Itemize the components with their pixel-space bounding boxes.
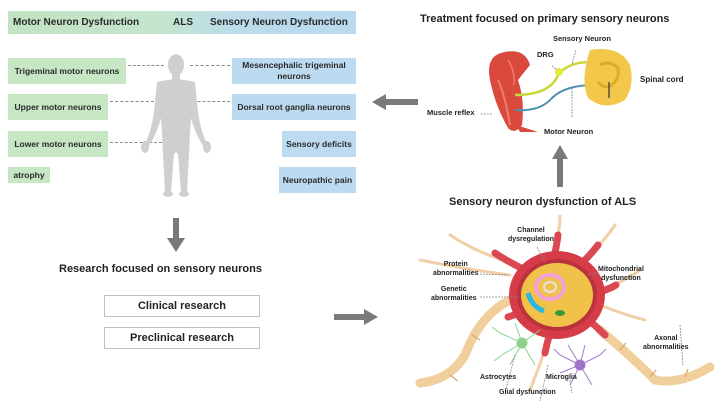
label-mitochondrial-dysfunction: Mitochondrial dysfunction — [598, 266, 644, 282]
sensory-box-neuropathic-pain: Neuropathic pain — [279, 167, 356, 193]
treatment-title: Treatment focused on primary sensory neu… — [420, 13, 670, 25]
label-motor-neuron: Motor Neuron — [544, 127, 594, 136]
sensory-box-mesencephalic: Mesencephalic trigeminal neurons — [232, 58, 356, 84]
arrow-left-icon — [372, 94, 418, 110]
als-header: ALS — [173, 17, 193, 28]
astrocyte-icon — [491, 322, 541, 366]
arrow-down-icon — [167, 218, 185, 252]
connector-trigeminal — [128, 65, 164, 66]
axon-right — [595, 325, 715, 386]
neuron-illustration — [415, 215, 715, 402]
arrow-right-icon — [334, 309, 378, 325]
motor-nerve — [514, 84, 596, 112]
connector-upper — [110, 101, 154, 102]
research-title: Research focused on sensory neurons — [59, 263, 262, 275]
reflex-arc-illustration — [480, 49, 632, 132]
sensory-box-deficits: Sensory deficits — [282, 131, 356, 157]
axon-left — [415, 295, 515, 388]
label-astrocytes: Astrocytes — [480, 374, 517, 381]
clinical-research-box: Clinical research — [104, 295, 260, 317]
label-spinal-cord: Spinal cord — [640, 75, 684, 84]
dysfunction-title: Sensory neuron dysfunction of ALS — [449, 196, 637, 208]
label-channel-dysregulation: Channel dysregulation — [508, 227, 554, 243]
label-protein-abnormalities: Protein abnormalities — [433, 261, 479, 277]
sensory-dysfunction-header: Sensory Neuron Dysfunction — [210, 17, 348, 28]
label-drg: DRG — [537, 50, 554, 59]
label-sensory-neuron: Sensory Neuron — [553, 34, 611, 43]
motor-box-upper: Upper motor neurons — [8, 94, 108, 120]
arrow-up-icon — [552, 145, 568, 187]
connector-drg — [178, 101, 230, 102]
motor-box-trigeminal: Trigeminal motor neurons — [8, 58, 126, 84]
label-microglia: Microglia — [546, 374, 577, 381]
neuron-nucleus — [521, 263, 593, 327]
preclinical-research-box: Preclinical research — [104, 327, 260, 349]
drg-ganglion — [555, 68, 563, 76]
motor-box-lower: Lower motor neurons — [8, 131, 108, 157]
muscle-icon — [489, 51, 538, 132]
connector-lower — [110, 142, 162, 143]
spinal-cord-icon — [584, 49, 632, 106]
human-body-icon — [141, 54, 211, 197]
label-axonal-abnormalities: Axonal abnormalities — [643, 335, 689, 351]
motor-dysfunction-header: Motor Neuron Dysfunction — [13, 17, 140, 28]
connector-mesencephalic — [190, 65, 230, 66]
microglia-icon — [553, 344, 607, 386]
motor-box-atrophy: atrophy — [8, 167, 50, 183]
label-genetic-abnormalities: Genetic abnormalities — [431, 286, 477, 302]
sensory-box-drg: Dorsal root ganglia neurons — [232, 94, 356, 120]
als-header-bar: Motor Neuron Dysfunction ALS Sensory Neu… — [8, 11, 356, 34]
label-glial-dysfunction: Glial dysfunction — [499, 389, 556, 396]
label-muscle-reflex: Muscle reflex — [427, 108, 475, 117]
